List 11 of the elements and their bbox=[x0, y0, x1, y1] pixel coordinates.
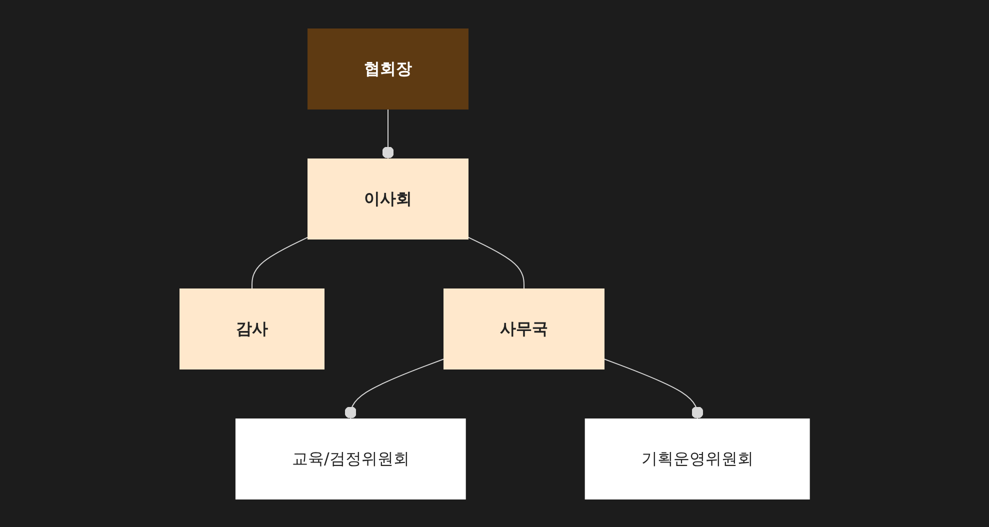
node-box: 교육/검정위원회 bbox=[235, 418, 466, 499]
node-box: 사무국 bbox=[443, 288, 604, 369]
connector bbox=[603, 358, 704, 419]
node-box: 감사 bbox=[179, 288, 324, 369]
node-box: 이사회 bbox=[307, 158, 468, 239]
connector bbox=[251, 236, 308, 289]
connector bbox=[344, 358, 444, 419]
connector bbox=[467, 236, 524, 289]
connector bbox=[382, 108, 394, 159]
node-box: 협회장 bbox=[307, 28, 468, 109]
node-box: 기획운영위원회 bbox=[584, 418, 810, 499]
